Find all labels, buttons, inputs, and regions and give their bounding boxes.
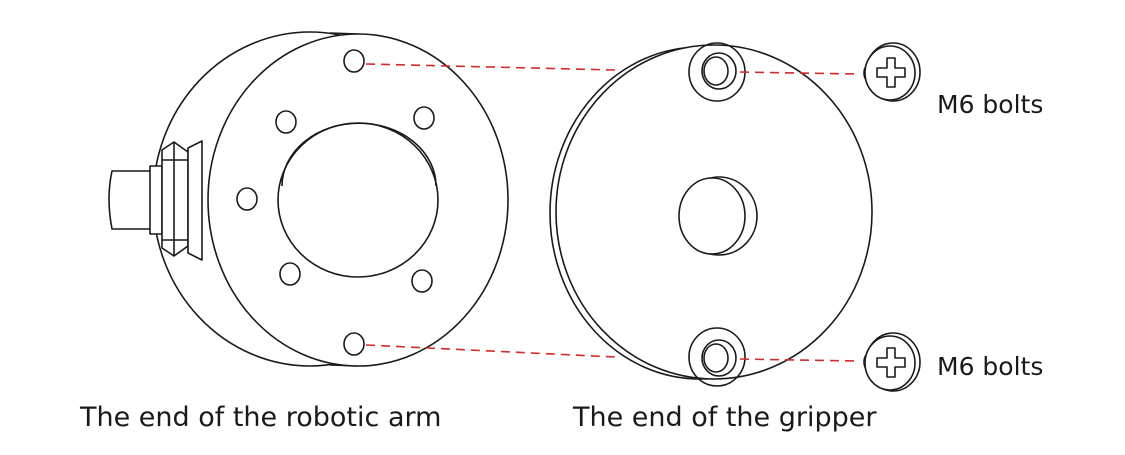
arm-hole-bottom bbox=[343, 332, 365, 356]
gripper-bolt-hole-bottom bbox=[688, 327, 746, 387]
gripper-caption: The end of the gripper bbox=[573, 402, 877, 433]
arm-hole-lower-right bbox=[411, 269, 433, 293]
phillips-screw-head-icon bbox=[876, 347, 906, 378]
arm-hole-upper-right bbox=[413, 106, 435, 130]
guide-line-top-right bbox=[739, 71, 857, 75]
arm-hole-lower-left bbox=[279, 262, 301, 286]
guide-line-bottom-left bbox=[365, 344, 616, 358]
arm-hole-top bbox=[343, 49, 365, 73]
robotic-arm-caption: The end of the robotic arm bbox=[80, 402, 442, 433]
bolt-label-top: M6 bolts bbox=[937, 90, 1044, 119]
guide-line-top-left bbox=[365, 63, 616, 71]
arm-center-bore bbox=[277, 122, 439, 278]
guide-line-bottom-right bbox=[739, 358, 857, 362]
arm-hole-left bbox=[236, 187, 258, 211]
phillips-screw-head-icon bbox=[876, 57, 906, 88]
bolt-top bbox=[863, 42, 921, 102]
arm-hole-upper-left bbox=[275, 110, 297, 134]
robotic-arm-flange bbox=[108, 31, 509, 367]
bolt-label-bottom: M6 bolts bbox=[937, 352, 1044, 381]
gripper-center-boss bbox=[678, 176, 758, 256]
gripper-flange bbox=[549, 42, 873, 387]
arm-mounting-holes bbox=[236, 49, 435, 356]
arm-side-connector bbox=[108, 140, 203, 261]
bolt-bottom bbox=[863, 332, 921, 392]
